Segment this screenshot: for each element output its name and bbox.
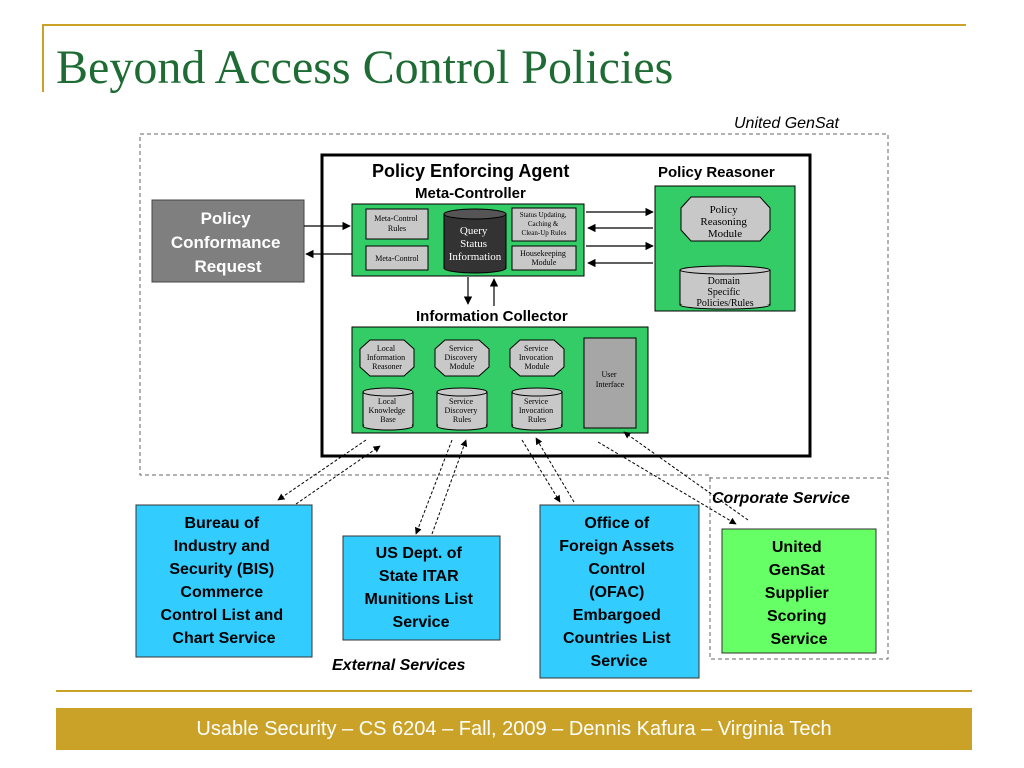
title-top-rule [42, 24, 966, 26]
connector-bis-in [295, 445, 381, 505]
corporate-service-boundary [709, 478, 889, 660]
status-updating-label: Status Updating, Caching & Clean-Up Rule… [520, 211, 568, 237]
query-status-cylinder [443, 208, 507, 274]
connector-ofac-out [521, 439, 561, 503]
housekeeping-module-label: Housekeeping Module [520, 249, 568, 267]
user-interface-box [583, 337, 637, 429]
united-gensat-label: United GenSat [734, 115, 840, 132]
connector-bis-out [277, 439, 367, 501]
supplier-scoring-service-label: United GenSat Supplier Scoring Service [765, 539, 833, 648]
local-knowledge-base-label: Local Knowledge Base [369, 397, 408, 424]
service-invocation-rules-label: Service Invocation Rules [519, 397, 555, 424]
itar-service-box [342, 535, 501, 641]
supplier-scoring-service-box [721, 528, 877, 654]
meta-control-label: Meta-Control [375, 254, 419, 263]
domain-policies-cylinder [679, 265, 771, 310]
service-invocation-module [509, 339, 565, 377]
footer-top-rule [56, 690, 972, 692]
itar-service-label: US Dept. of State ITAR Munitions List Se… [365, 545, 478, 631]
bis-service-box [135, 504, 313, 658]
service-invocation-module-label: Service Invocation Module [519, 344, 555, 371]
housekeeping-module-box [511, 245, 577, 271]
ofac-service-box [539, 504, 700, 679]
external-services-label: External Services [332, 657, 466, 674]
user-interface-label: User Interface [596, 370, 625, 389]
slide-title: Beyond Access Control Policies [56, 41, 674, 94]
policy-conformance-request-label: Policy Conformance Request [171, 209, 285, 276]
footer-bar: Usable Security – CS 6204 – Fall, 2009 –… [56, 708, 972, 750]
local-knowledge-base-cylinder [362, 387, 414, 431]
bis-service-label: Bureau of Industry and Security (BIS) Co… [160, 515, 287, 647]
connector-itar-in [431, 439, 468, 535]
meta-control-rules-box [365, 208, 429, 240]
policy-conformance-request-box [151, 199, 305, 283]
policy-reasoning-module [680, 196, 771, 242]
information-collector-title: Information Collector [416, 308, 568, 325]
service-discovery-module [434, 339, 490, 377]
local-information-reasoner-label: Local Information Reasoner [367, 344, 407, 371]
title-side-rule [42, 24, 44, 92]
service-discovery-rules-label: Service Discovery Rules [445, 397, 480, 424]
service-discovery-rules-cylinder [436, 387, 488, 431]
service-connectors [277, 431, 749, 535]
meta-controller-title: Meta-Controller [415, 185, 526, 202]
meta-control-box [365, 245, 429, 271]
policy-reasoning-module-label: Policy Reasoning Module [700, 204, 749, 240]
policy-reasoner-title: Policy Reasoner [658, 164, 775, 181]
connector-itar-out [414, 439, 453, 535]
connector-supplier-out [597, 441, 737, 525]
service-invocation-rules-cylinder [511, 387, 563, 431]
status-updating-box [511, 207, 577, 242]
ofac-service-label: Office of Foreign Assets Control (OFAC) … [559, 515, 678, 670]
service-discovery-module-label: Service Discovery Module [445, 344, 480, 371]
query-status-label: Query Status Information [449, 225, 502, 263]
connector-ofac-in [535, 437, 575, 503]
domain-policies-label: Domain Specific Policies/Rules [696, 276, 753, 309]
local-information-reasoner [359, 339, 415, 377]
corporate-service-label: Corporate Service [712, 490, 850, 507]
architecture-diagram: United GenSat Corporate Service External… [135, 115, 889, 679]
meta-control-rules-label: Meta-Control Rules [374, 214, 420, 233]
policy-enforcing-agent-title: Policy Enforcing Agent [372, 161, 569, 181]
connector-supplier-in [623, 431, 749, 521]
